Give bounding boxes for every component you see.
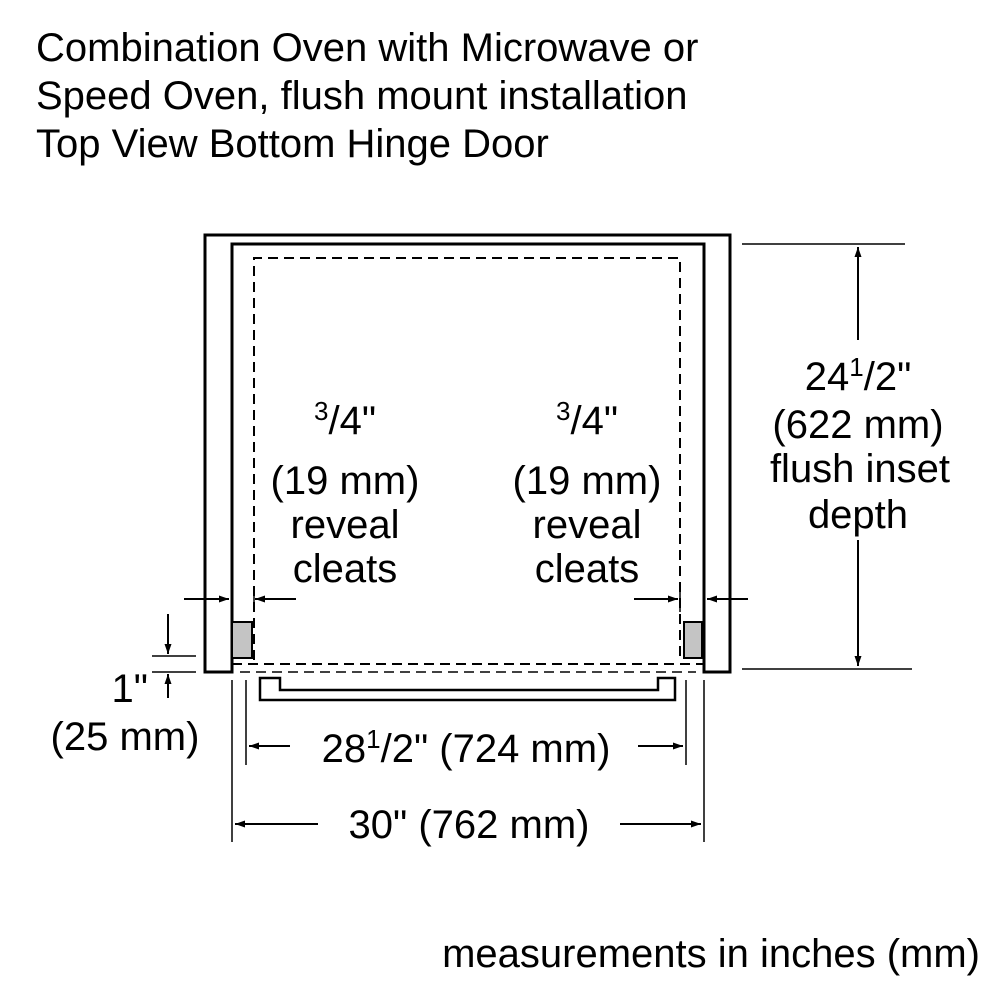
gap-inch: 1" <box>112 667 148 711</box>
door-handle <box>258 676 677 702</box>
right-cleat-word-cleats: cleats <box>535 547 640 591</box>
depth-label: 241/2" (622 mm) flush inset depth <box>770 352 950 537</box>
svg-text:241/2": 241/2" <box>805 352 912 399</box>
left-cleat-fraction-rest: /4" <box>328 399 376 443</box>
gap-mm: (25 mm) <box>51 715 200 759</box>
right-cleat-label: 3/4" (19 mm) reveal cleats <box>513 396 662 591</box>
inner-width-whole: 28 <box>322 727 367 771</box>
depth-word-depth: depth <box>808 493 908 537</box>
depth-word-flush-inset: flush inset <box>770 447 950 491</box>
left-cleat-word-reveal: reveal <box>291 503 400 547</box>
depth-fraction-numerator: 1 <box>849 352 863 382</box>
right-cleat-fraction-numerator: 3 <box>556 396 570 426</box>
oven-outline-dashed <box>253 257 681 660</box>
outer-width-label: 30" (762 mm) <box>349 803 590 847</box>
diagram-title: Combination Oven with Microwave or Speed… <box>36 24 698 168</box>
title-line-3: Top View Bottom Hinge Door <box>36 122 549 166</box>
title-line-1: Combination Oven with Microwave or <box>36 26 699 70</box>
inner-width-label: 281/2" (724 mm) <box>322 724 611 771</box>
depth-fraction-rest: /2" <box>864 355 912 399</box>
left-cleat-mm: (19 mm) <box>271 459 420 503</box>
svg-text:3/4": 3/4" <box>556 396 618 443</box>
right-cleat-mm: (19 mm) <box>513 459 662 503</box>
right-cleat-fraction-rest: /4" <box>570 399 618 443</box>
depth-mm: (622 mm) <box>772 403 943 447</box>
left-cleat-label: 3/4" (19 mm) reveal cleats <box>271 396 420 591</box>
title-line-2: Speed Oven, flush mount installation <box>36 74 688 118</box>
inner-width-fraction-numerator: 1 <box>366 724 380 754</box>
right-cleat-word-reveal: reveal <box>533 503 642 547</box>
svg-text:3/4": 3/4" <box>314 396 376 443</box>
right-reveal-cleat <box>683 621 703 659</box>
measurement-units-note: measurements in inches (mm) <box>442 932 980 976</box>
left-cleat-word-cleats: cleats <box>293 547 398 591</box>
cabinet-outline <box>203 233 732 674</box>
left-reveal-cleat <box>231 621 253 659</box>
left-cleat-fraction-numerator: 3 <box>314 396 328 426</box>
gap-label: 1" (25 mm) <box>51 667 200 759</box>
inner-width-rest: /2" (724 mm) <box>381 727 611 771</box>
depth-whole: 24 <box>805 355 850 399</box>
